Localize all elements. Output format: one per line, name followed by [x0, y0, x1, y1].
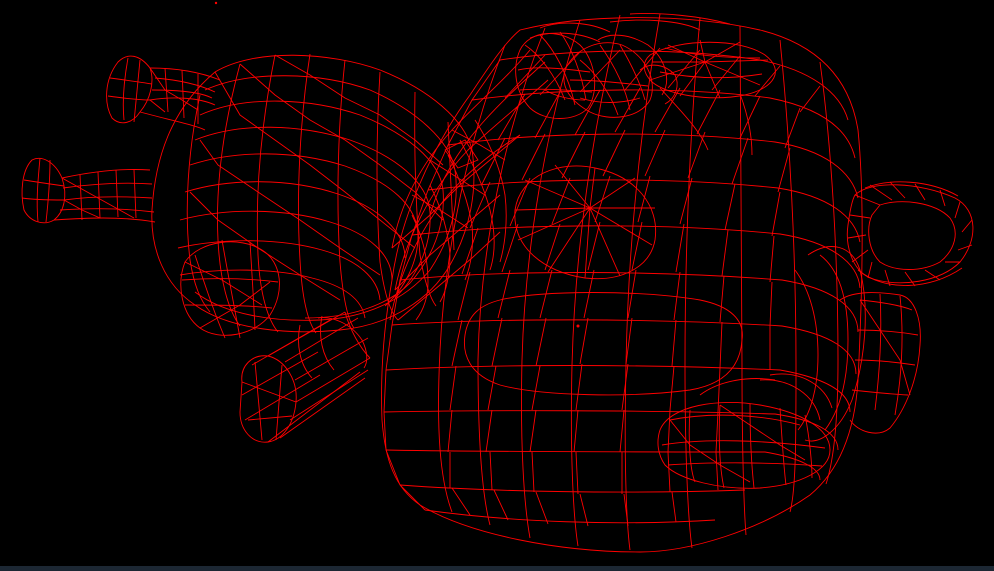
right-ring-mesh [846, 181, 974, 287]
pipe-mesh [239, 311, 371, 443]
status-bar [0, 566, 994, 571]
bottom-right-cylinder-mesh [657, 373, 833, 489]
vertex-marker [576, 324, 580, 328]
neck-mesh [389, 49, 549, 321]
right-cylinder-mesh [794, 246, 921, 442]
vertex-marker [214, 1, 218, 5]
upper-horn-mesh [106, 55, 221, 131]
left-body-mesh [151, 53, 475, 334]
lower-horn-mesh [21, 157, 156, 224]
engine-block-mesh [381, 13, 863, 553]
top-cluster-mesh [515, 13, 776, 156]
knob-mesh [180, 239, 280, 339]
